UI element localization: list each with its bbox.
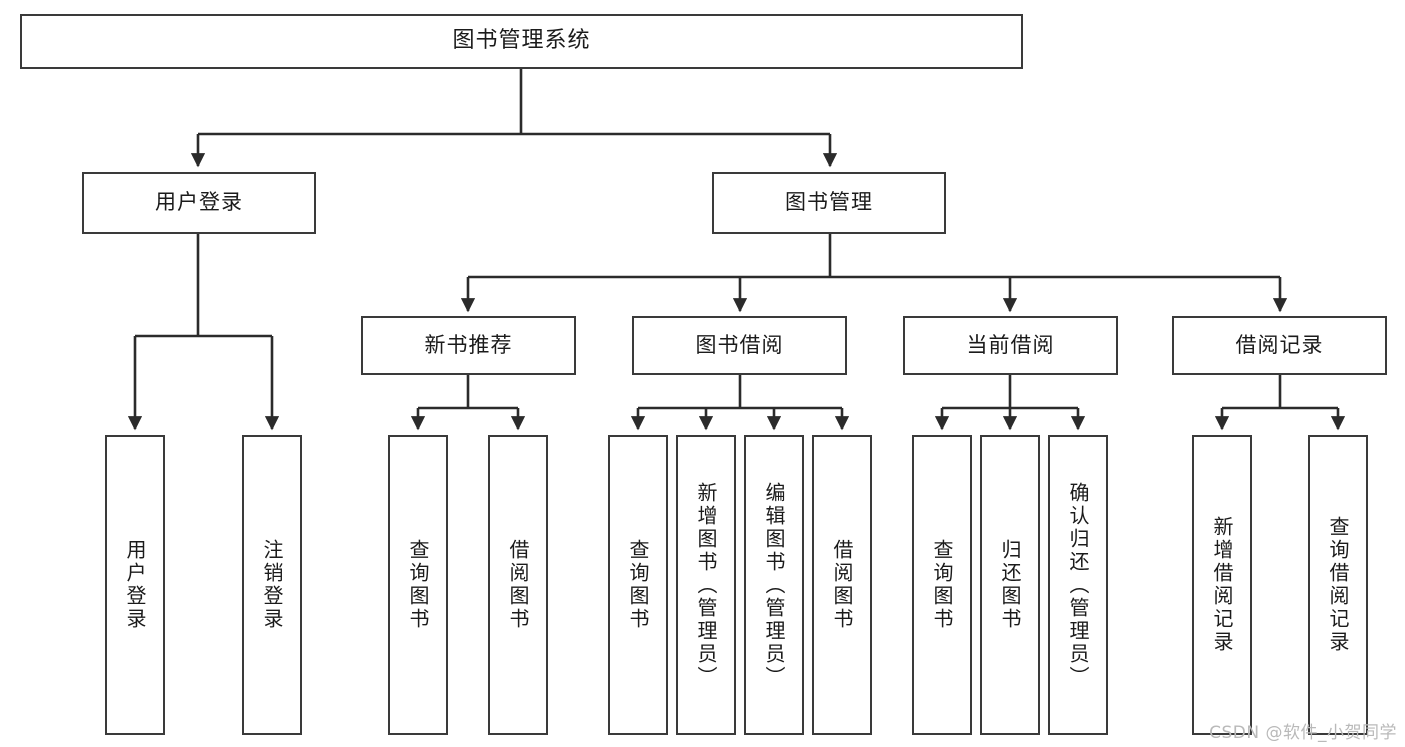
node-label: 用户登录 <box>123 539 147 631</box>
node-label: 用户登录 <box>155 190 243 215</box>
node-label: 查询图书 <box>930 539 954 631</box>
node-label: 新增图书（管理员） <box>694 481 718 689</box>
csdn-watermark: CSDN @软件_小贺同学 <box>1209 723 1397 743</box>
node-label: 新增借阅记录 <box>1210 516 1234 654</box>
leaf-confirm-return[interactable]: 确认归还（管理员） <box>1048 435 1108 735</box>
node-book-borrow[interactable]: 图书借阅 <box>632 316 847 375</box>
node-label: 图书管理 <box>785 190 873 215</box>
leaf-add-book[interactable]: 新增图书（管理员） <box>676 435 736 735</box>
node-label: 新书推荐 <box>424 332 513 357</box>
leaf-add-record[interactable]: 新增借阅记录 <box>1192 435 1252 735</box>
node-borrow-record[interactable]: 借阅记录 <box>1172 316 1387 375</box>
node-label: 借阅图书 <box>506 539 530 631</box>
node-user-login[interactable]: 用户登录 <box>82 172 316 234</box>
node-root-system[interactable]: 图书管理系统 <box>20 14 1023 69</box>
leaf-user-login[interactable]: 用户登录 <box>105 435 165 735</box>
node-label: 查询图书 <box>626 539 650 631</box>
leaf-query-record[interactable]: 查询借阅记录 <box>1308 435 1368 735</box>
node-current-borrow[interactable]: 当前借阅 <box>903 316 1118 375</box>
node-label: 编辑图书（管理员） <box>762 481 786 689</box>
leaf-edit-book[interactable]: 编辑图书（管理员） <box>744 435 804 735</box>
node-label: 图书借阅 <box>695 332 784 357</box>
leaf-borrow-book-1[interactable]: 借阅图书 <box>488 435 548 735</box>
leaf-logout[interactable]: 注销登录 <box>242 435 302 735</box>
node-label: 借阅图书 <box>830 539 854 631</box>
node-label: 查询借阅记录 <box>1326 516 1350 654</box>
node-label: 归还图书 <box>998 539 1022 631</box>
node-label: 查询图书 <box>406 539 430 631</box>
node-label: 注销登录 <box>260 539 284 631</box>
leaf-borrow-book-2[interactable]: 借阅图书 <box>812 435 872 735</box>
leaf-return-book[interactable]: 归还图书 <box>980 435 1040 735</box>
node-label: 确认归还（管理员） <box>1066 481 1090 689</box>
leaf-query-book-1[interactable]: 查询图书 <box>388 435 448 735</box>
node-label: 图书管理系统 <box>452 28 591 54</box>
node-label: 借阅记录 <box>1235 332 1324 357</box>
node-book-manage[interactable]: 图书管理 <box>712 172 946 234</box>
leaf-query-book-2[interactable]: 查询图书 <box>608 435 668 735</box>
node-label: 当前借阅 <box>966 332 1055 357</box>
node-new-book-rec[interactable]: 新书推荐 <box>361 316 576 375</box>
leaf-query-book-3[interactable]: 查询图书 <box>912 435 972 735</box>
